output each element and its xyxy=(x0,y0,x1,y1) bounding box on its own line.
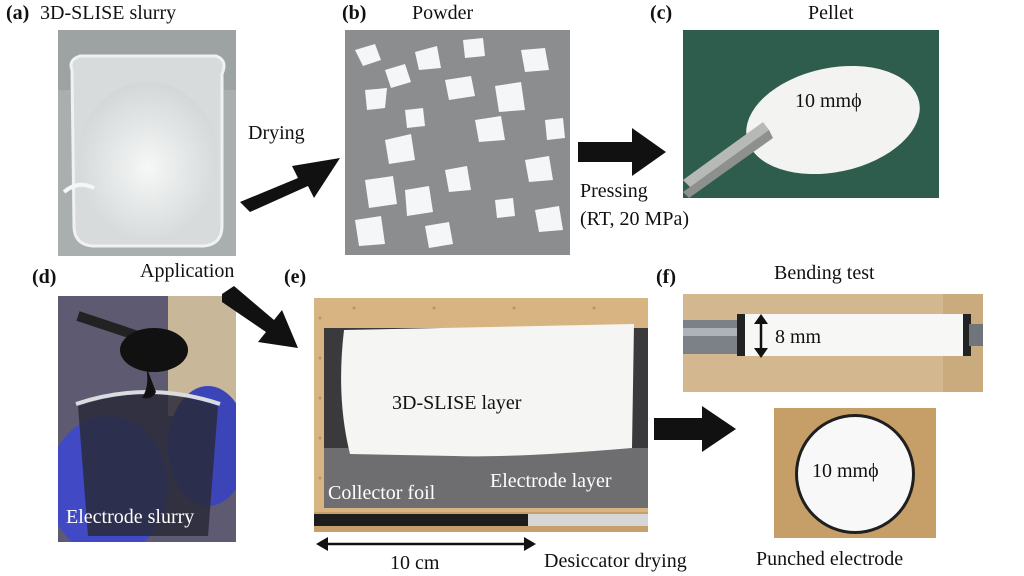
drying-step-label: Drying xyxy=(248,122,305,144)
bending-dimension-label: 8 mm xyxy=(775,326,822,348)
punched-electrode-caption: Punched electrode xyxy=(756,548,904,570)
scale-bar-icon xyxy=(316,537,536,551)
panel-c-caption: Pellet xyxy=(808,2,854,24)
panel-e-label: (e) xyxy=(284,266,307,288)
punched-dimension-label: 10 mmϕ xyxy=(812,460,879,482)
collector-foil-label: Collector foil xyxy=(328,482,436,504)
pressing-conditions-label: (RT, 20 MPa) xyxy=(580,208,689,230)
desiccator-arrow-icon xyxy=(654,406,736,452)
slurry-beaker-photo xyxy=(58,30,236,256)
application-arrow-icon xyxy=(222,286,298,348)
desiccator-step-label: Desiccator drying xyxy=(544,550,687,572)
pressing-step-label: Pressing xyxy=(580,180,648,202)
panel-b-label: (b) xyxy=(342,2,367,24)
bending-test-photo: 8 mm xyxy=(683,294,983,392)
application-step-label: Application xyxy=(140,260,235,282)
pressing-arrow-icon xyxy=(578,128,666,176)
layer-label: 3D-SLISE layer xyxy=(392,392,522,414)
pellet-dimension-label: 10 mmϕ xyxy=(795,90,862,112)
drying-arrow-icon xyxy=(240,158,340,212)
panel-b-caption: Powder xyxy=(412,2,474,24)
electrode-slurry-photo: Electrode slurry xyxy=(58,296,236,542)
panel-d-label: (d) xyxy=(32,266,57,288)
panel-a-label: (a) xyxy=(6,2,30,24)
panel-f-caption: Bending test xyxy=(774,262,875,284)
electrode-slurry-caption: Electrode slurry xyxy=(66,506,195,528)
electrode-layer-label: Electrode layer xyxy=(490,470,612,492)
scale-bar-label: 10 cm xyxy=(390,552,440,574)
panel-a-caption: 3D-SLISE slurry xyxy=(40,2,177,24)
panel-f-label: (f) xyxy=(656,266,676,288)
punched-electrode-photo: 10 mmϕ xyxy=(774,408,936,538)
panel-c-label: (c) xyxy=(650,2,673,24)
powder-photo xyxy=(345,30,570,255)
pellet-photo: 10 mmϕ xyxy=(683,30,939,198)
coated-sheet-photo: 3D-SLISE layer Collector foil Electrode … xyxy=(314,298,648,532)
